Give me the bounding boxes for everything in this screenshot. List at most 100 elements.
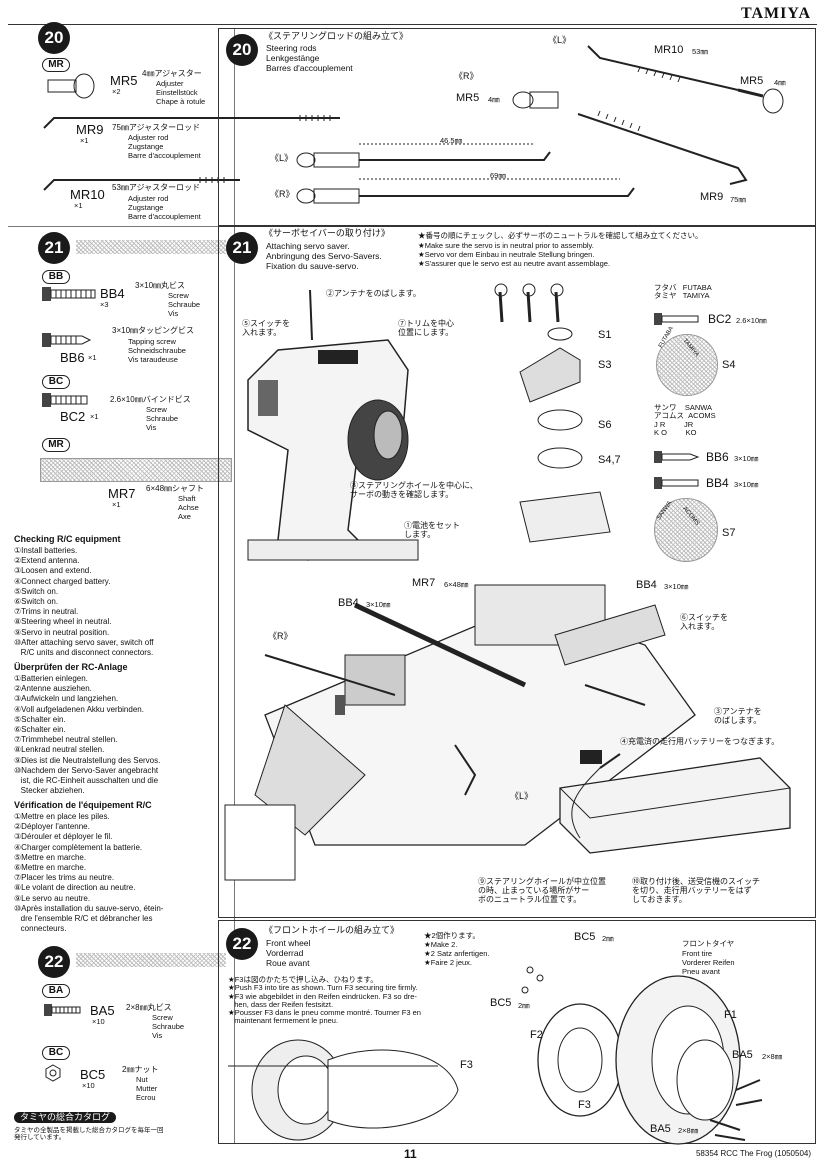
panel-21-note-en: ★Make sure the servo is in neutral prior… [418,241,594,250]
mr10-jp: 53㎜アジャスターロッド [112,183,201,192]
bc5-code: BC5 [80,1067,106,1082]
panel-step-22 [218,920,816,1144]
panel-22-make-en: ★Make 2. [424,940,458,949]
step-21-number: 21 [38,232,70,264]
panel-22-bc5-size: 2㎜ [602,934,614,943]
ba5-qty: ×10 [92,1017,105,1026]
bag-bc-step22-label: BC [42,1046,70,1060]
panel-20-mr5-label-left: MR5 [456,92,480,104]
sanwa-acoms-label: サンワ SANWA アコムス ACOMS J R JR K O KO [654,403,716,437]
panel-22-title-de: Vorderrad [266,948,304,958]
transmitter-drawing [247,289,419,561]
panel-22-bc5-label: BC5 [574,931,596,943]
panel-21-bc2-size: 2.6×10㎜ [736,316,767,325]
callout-9-neutral: ⑨ステアリングホイールが中立位置 の時、止まっている場所がサー ボのニュートラル… [478,877,606,904]
mr9-qty: ×1 [80,136,89,145]
panel-21-mr7-size: 6×48㎜ [444,580,469,589]
panel-20-number: 20 [226,34,258,66]
tire-label-de: Vorderer Reifen [682,958,735,967]
bc2-jp: 2.6×10㎜バインドビス [110,395,191,404]
callout-7-trim: ⑦トリムを中心 位置にします。 [398,319,454,337]
bc5-de: Mutter [136,1084,158,1093]
brand-logo: TAMIYA [740,5,811,22]
panel-step-21 [218,226,816,918]
panel-21-bb4-label: BB4 [706,476,729,490]
panel-22-f3-label: F3 [578,1099,591,1111]
mr10-fr: Barre d'accouplement [128,212,201,221]
bc5-nut-icon [45,1064,61,1082]
left-column-divider [234,28,235,1143]
step-22-number: 22 [38,946,70,978]
panel-20-dim-right-value: 69㎜ [490,171,506,180]
checking-fr-title: Vérification de l'équipement R/C [14,800,152,810]
header-rule [8,24,817,25]
panel-22-f1-label: F1 [724,1009,737,1021]
panel-22-note: ★F3は図のかたちで押し込み、ひねります。 ★Push F3 into tire… [228,975,421,1026]
panel-20-title-de: Lenkgestänge [266,53,320,63]
bb4-jp: 3×10㎜丸ビス [135,281,186,290]
mr5-adjuster-drawing [47,73,95,99]
bc5-qty: ×10 [82,1081,95,1090]
tire-push-drawing [228,1039,459,1141]
panel-21-title-de: Anbringung des Servo-Savers. [266,251,382,261]
bb6-screw-small-icon [654,451,700,463]
step-21-header-band [76,240,226,254]
panel-21-bb4c-label: BB4 [636,579,657,591]
panel-20-title-en: Steering rods [266,43,317,53]
panel-21-bb4c-size: 3×10㎜ [664,582,689,591]
panel-20-rod-drawings [296,45,784,204]
battery-pack-drawing [559,750,791,854]
mr9-fr: Barre d'accouplement [128,151,201,160]
step-21-rule [8,226,234,227]
panel-20-title-jp: 《ステアリングロッドの組み立て》 [264,31,409,41]
bc2-code: BC2 [60,409,86,424]
checking-en-list: ①Install batteries. ②Extend antenna. ③Lo… [14,546,154,658]
panel-22-ba5-label-lower: BA5 [650,1123,671,1135]
part-s7: S7 [722,527,736,539]
bc2-screw-small-icon [654,313,699,325]
mr7-shaft-drawing [40,458,232,482]
panel-step-20 [218,28,816,226]
catalog-title: タミヤの総合カタログ [14,1112,117,1124]
panel-22-number: 22 [226,928,258,960]
panel-20-mr5-size-right: 4㎜ [774,78,786,87]
panel-22-title-fr: Roue avant [266,958,310,968]
mr9-jp: 75㎜アジャスターロッド [112,123,201,132]
mr5-code: MR5 [110,73,138,88]
mr10-rod-drawing [43,177,240,191]
checking-de-list: ①Batterien einlegen. ②Antenne ausziehen.… [14,674,161,796]
panel-21-note-jp: ★番号の順にチェックし、必ずサーボのニュートラルを確認して組み立てください。 [418,231,703,240]
checking-de-title: Überprüfen der RC-Anlage [14,662,128,672]
part-s3: S3 [598,359,612,371]
catalog-text: タミヤの全製品を掲載した総合カタログを毎年一回 発行しています。 [14,1127,164,1142]
panel-21-right-side-label: 《R》 [268,631,293,641]
bc5-jp: 2㎜ナット [122,1065,159,1074]
mr9-code: MR9 [76,122,104,137]
futaba-tamiya-label: フタバ FUTABA タミヤ TAMIYA [654,283,712,301]
bb6-qty: ×1 [88,353,97,362]
wheel-exploded-drawing [521,966,763,1145]
checking-en-title: Checking R/C equipment [14,534,121,544]
panel-22-bc5-label-2: BC5 [490,997,512,1009]
panel-20-mr9-len: 75㎜ [730,195,746,204]
mr9-en: Adjuster rod [128,133,169,142]
bb4-screw-icon [42,287,96,301]
callout-3-antenna: ③アンテナを のばします。 [714,707,762,725]
mr5-qty: ×2 [112,87,121,96]
mr10-code: MR10 [70,187,105,202]
bb4-qty: ×3 [100,300,109,309]
panel-20-left-label: 《L》 [548,35,572,45]
ba5-fr: Vis [152,1031,163,1040]
bc5-en: Nut [136,1075,148,1084]
page-number: 11 [404,1147,417,1161]
bag-bc-label: BC [42,375,70,389]
part-s4: S4 [722,359,736,371]
panel-21-bc2-label: BC2 [708,312,732,326]
bag-mr-label: MR [42,58,70,72]
panel-20-mr10-label: MR10 [654,44,684,56]
ba5-screw-icon [44,1004,81,1016]
callout-10-switch-off: ⑩取り付け後、送受信機のスイッチ を切り、走行用バッテリーをはず しておきます。 [632,877,760,904]
panel-21-bb4-size: 3×10㎜ [734,480,759,489]
panel-22-bc5-size-2: 2㎜ [518,1001,530,1010]
callout-6-switch: ⑥スイッチを 入れます。 [680,613,728,631]
